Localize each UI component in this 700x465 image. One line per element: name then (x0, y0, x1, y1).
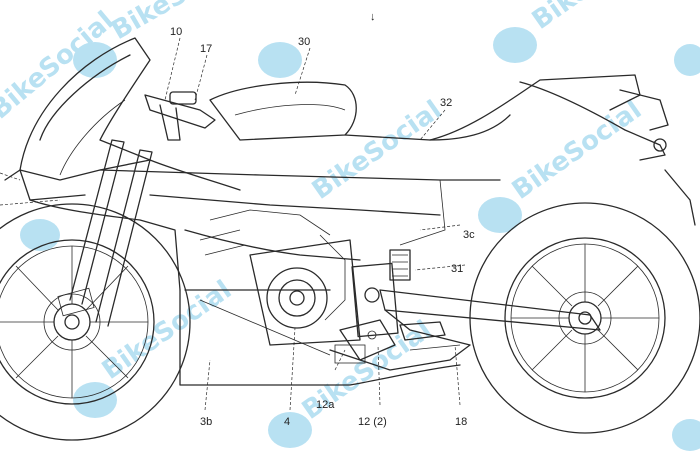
watermark-logo: BikeSocial (307, 95, 447, 206)
rear-shock (364, 249, 411, 303)
leader-lines (0, 37, 466, 411)
rear-wheel-spokes (511, 244, 659, 392)
svg-text:BikeSocial: BikeSocial (97, 275, 237, 386)
watermark-logo: BikeSocial (268, 315, 437, 448)
callout-32: 32 (440, 97, 452, 109)
swingarm (351, 262, 601, 346)
rear-wheel (469, 202, 700, 434)
callout-4: 4 (284, 416, 290, 428)
watermark-logo (258, 42, 302, 78)
svg-text:BikeSocial: BikeSocial (307, 95, 447, 206)
handlebar (144, 91, 216, 141)
figure-arrow: ↓ (370, 11, 376, 23)
callout-30: 30 (298, 36, 310, 48)
callout-31: 31 (451, 263, 463, 275)
engine (199, 209, 366, 364)
svg-text:BikeSocial: BikeSocial (507, 95, 647, 206)
callout-17: 17 (200, 43, 212, 55)
svg-text:BikeSocial: BikeSocial (107, 0, 252, 46)
callout-12a: 12a (316, 399, 335, 411)
callout-3c: 3c (463, 229, 475, 241)
callout-10: 10 (170, 26, 182, 38)
callout-3b: 3b (200, 416, 212, 428)
watermark-layer: BikeSocial BikeSocial BikeSocial BikeSoc… (0, 0, 700, 451)
frame-and-body (99, 169, 501, 386)
fuel-tank (209, 81, 357, 141)
callout-labels: 10 17 30 32 3c 31 3b 4 12a 12 (2) 18 ↓ (170, 11, 475, 428)
exhaust-belly (329, 344, 471, 371)
watermark-logo (73, 44, 700, 451)
watermark-logo: BikeSocial (478, 95, 647, 233)
callout-12: 12 (2) (358, 416, 387, 428)
watermark-logo: BikeSocial (493, 0, 667, 63)
front-fork (57, 139, 153, 327)
svg-text:BikeSocial: BikeSocial (527, 0, 667, 36)
seat-and-tail (344, 74, 696, 226)
callout-18: 18 (455, 416, 467, 428)
footpeg-bracket (339, 319, 446, 361)
